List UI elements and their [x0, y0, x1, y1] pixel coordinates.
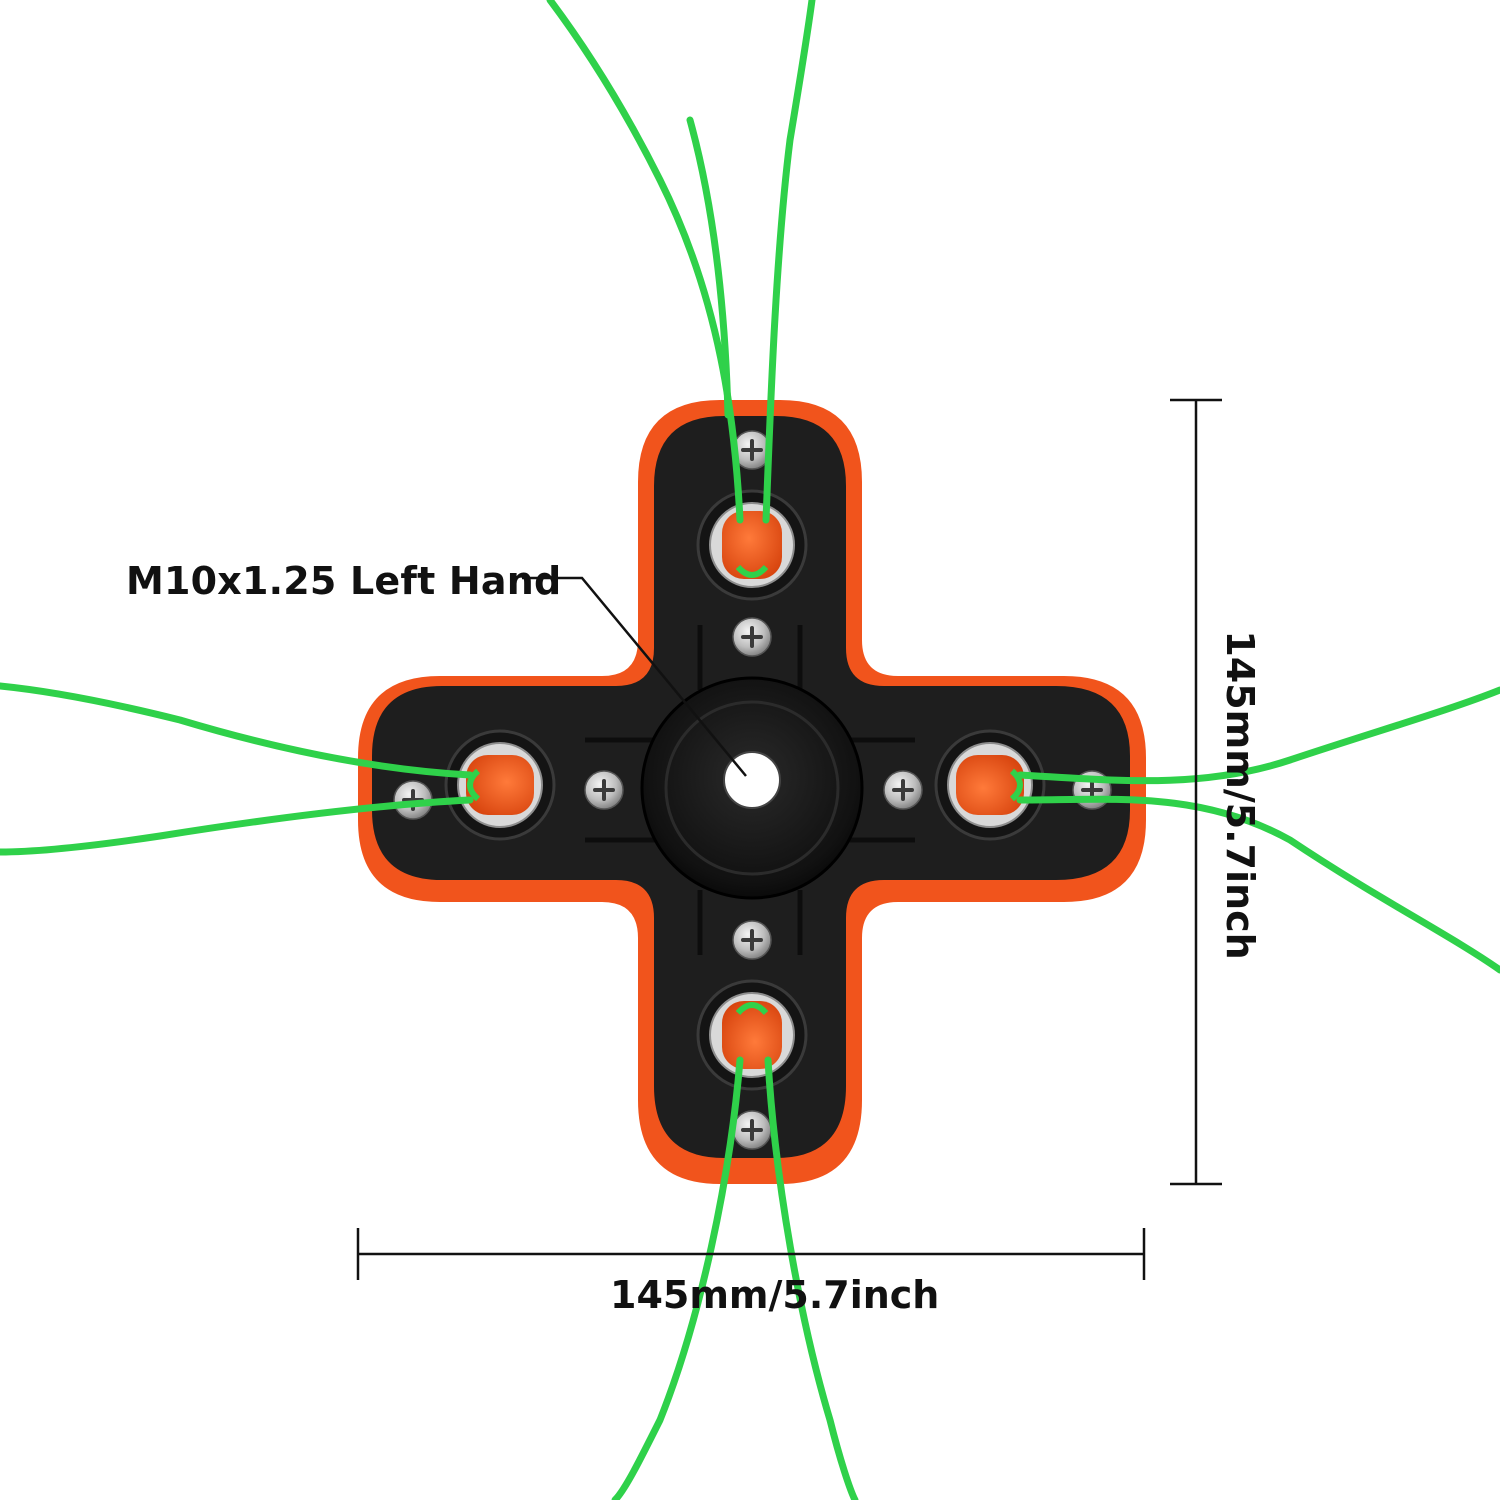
- thread-leader-line: [522, 576, 747, 777]
- width-dimension-line: [356, 1228, 1146, 1280]
- height-dimension-label: 145mm/5.7inch: [1218, 630, 1262, 960]
- height-dimension-line: [1170, 398, 1222, 1186]
- thread-size-annotation: M10x1.25 Left Hand: [126, 559, 562, 603]
- width-dimension-label: 145mm/5.7inch: [610, 1273, 940, 1317]
- center-hub: [640, 676, 864, 900]
- molded-ribs: [585, 625, 915, 955]
